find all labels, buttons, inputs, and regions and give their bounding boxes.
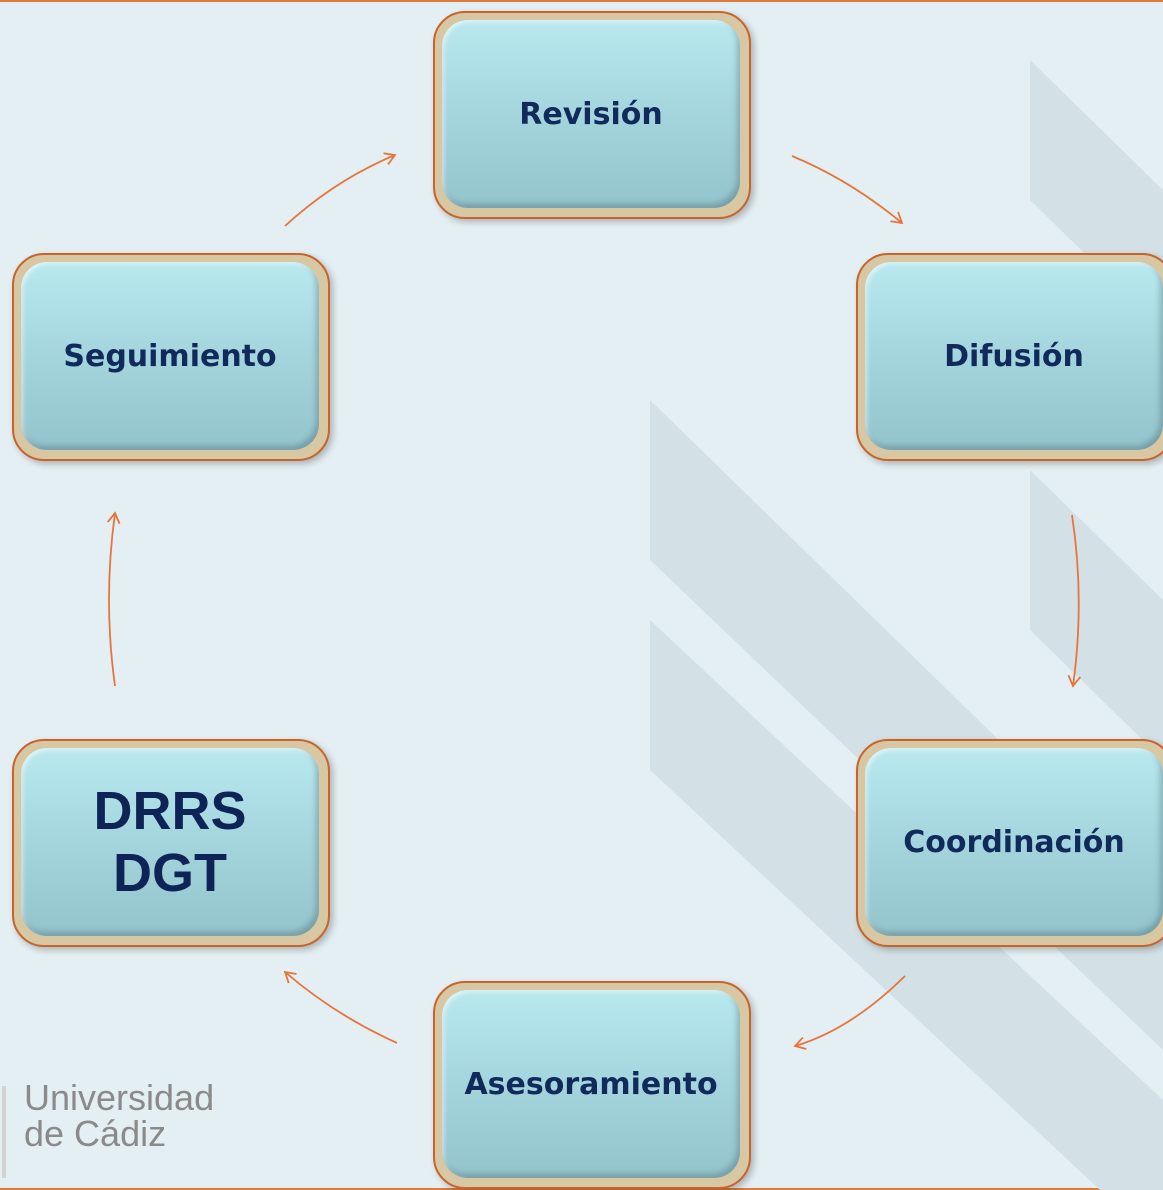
logo-bar [2,1086,6,1178]
arrow-difusion-to-coordinacion [1067,514,1082,688]
node-drrs-dgt[interactable]: DRRS DGT [12,739,330,947]
logo-line-2: de Cádiz [24,1113,167,1154]
arrow-seguimiento-to-revision [284,152,397,227]
node-seguimiento-label: Seguimiento [63,338,277,374]
logo-line-1: Universidad [24,1077,215,1118]
node-difusion-label: Difusión [944,338,1084,374]
node-dgt-label: DGT [113,843,227,903]
node-seguimiento[interactable]: Seguimiento [12,253,330,461]
arrow-revision-to-difusion [791,155,904,225]
node-asesoramiento[interactable]: Asesoramiento [433,981,751,1189]
node-drrs-label: DRRS [93,781,247,841]
node-revision[interactable]: Revisión [433,11,751,219]
university-logo: Universidad de Cádiz [0,1080,214,1180]
node-asesoramiento-label: Asesoramiento [464,1066,718,1102]
node-coordinacion[interactable]: Coordinación [856,739,1163,947]
node-coordinacion-label: Coordinación [903,824,1125,860]
arrow-coordinacion-to-asesoramiento [793,975,906,1050]
node-difusion[interactable]: Difusión [856,253,1163,461]
node-revision-label: Revisión [519,96,663,132]
arrow-center-to-seguimiento [106,511,121,687]
arrow-asesoramiento-to-center [283,970,398,1044]
